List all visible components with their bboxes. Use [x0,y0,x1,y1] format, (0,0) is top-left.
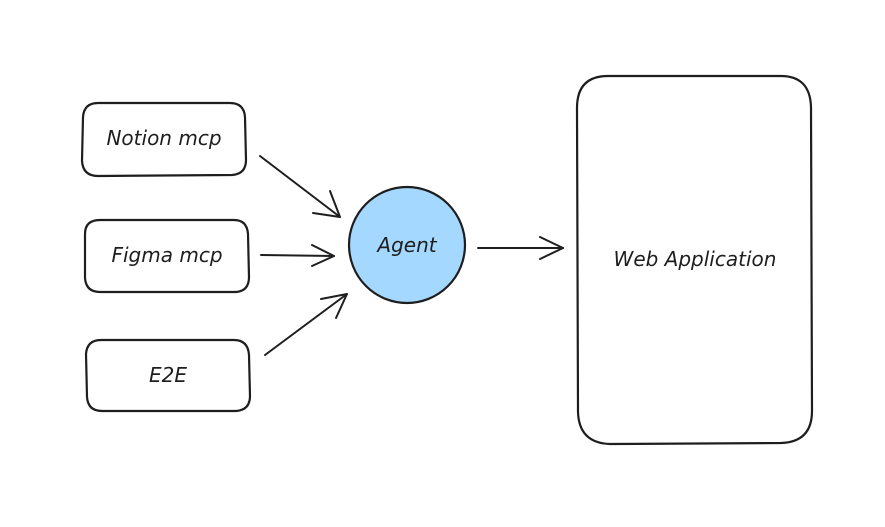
edge-e2e-to-agent-head [320,293,348,319]
node-e2e: E2E [84,338,252,413]
edge-figma-to-agent [260,244,335,267]
node-e2e-label: E2E [149,363,187,387]
edge-agent-to-web-application-head [539,236,564,260]
node-agent-circle [347,185,467,305]
node-web-application: Web Application [575,74,814,446]
node-figma-mcp-label: Figma mcp [111,243,222,267]
node-figma-mcp-box [83,218,251,294]
node-agent-label: Agent [375,233,437,257]
edge-e2e-to-agent-line [264,293,348,356]
edge-figma-to-agent-head [311,244,335,267]
node-web-application-label: Web Application [614,247,777,271]
edge-notion-to-agent-head [312,190,341,218]
node-web-application-box [575,74,814,446]
node-e2e-box [84,338,252,413]
node-notion-mcp-label: Notion mcp [106,126,221,150]
node-notion-mcp-box [80,101,248,178]
edge-e2e-to-agent [264,293,348,356]
node-agent: Agent [347,185,467,305]
node-figma-mcp: Figma mcp [83,218,251,294]
edge-notion-to-agent [259,155,341,218]
node-notion-mcp: Notion mcp [80,101,248,178]
edge-agent-to-web-application [477,236,564,260]
edge-notion-to-agent-line [259,155,341,218]
edge-figma-to-agent-line [260,254,335,257]
